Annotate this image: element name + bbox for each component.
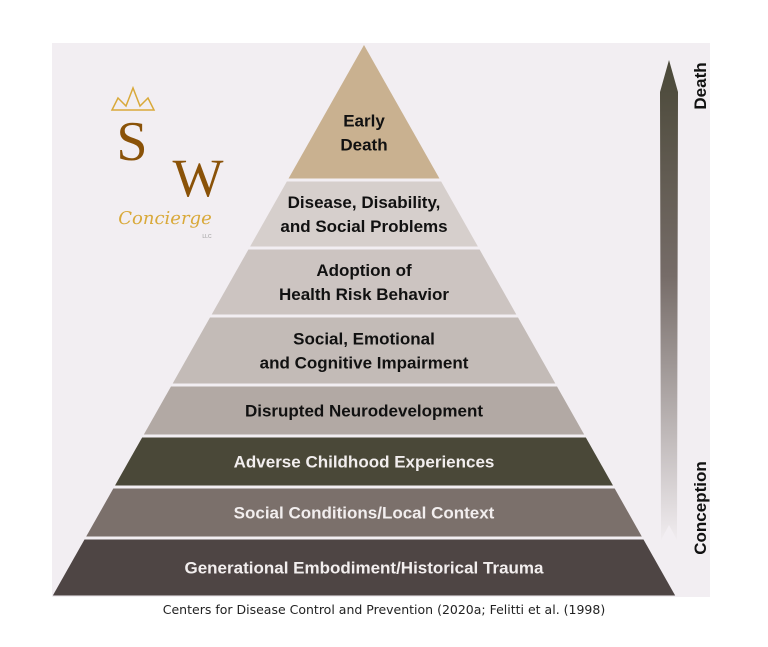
pyramid-layer: Generational Embodiment/Historical Traum…	[52, 539, 676, 596]
pyramid-layer-label: Early	[343, 112, 385, 131]
pyramid-layer-shape	[52, 539, 676, 596]
pyramid-layer: Social, Emotional and Cognitive Impairmen…	[172, 317, 556, 384]
pyramid-layer: Adoption of Health Risk Behavior	[211, 249, 517, 315]
pyramid-layer-label: Disease, Disability,	[288, 193, 441, 212]
pyramid-layer-label: Adverse Childhood Experiences	[234, 453, 495, 472]
pyramid-layer-shape	[143, 386, 585, 435]
pyramid-layer-label: Social Conditions/Local Context	[234, 504, 495, 523]
pyramid-layer: Disease, Disability, and Social Problems	[250, 181, 478, 247]
pyramid-layer-label: and Cognitive Impairment	[260, 354, 469, 373]
timeline-arrow: Death Conception	[660, 60, 710, 555]
arrow-up-icon	[660, 60, 678, 540]
pyramid-layer-label: and Social Problems	[280, 217, 447, 236]
pyramid-layer-label: Generational Embodiment/Historical Traum…	[185, 559, 545, 578]
source-caption: Centers for Disease Control and Preventi…	[162, 602, 606, 617]
pyramid-layer-shape	[172, 317, 556, 384]
pyramid-layer-shape	[86, 488, 642, 537]
logo-script: Concierge	[118, 208, 211, 229]
pyramid-layer-label: Health Risk Behavior	[279, 285, 449, 304]
pyramid-layer: Adverse Childhood Experiences	[115, 437, 613, 486]
pyramid-layer-shape	[115, 437, 613, 486]
pyramid-layer: Social Conditions/Local Context	[86, 488, 642, 537]
pyramid-layer-shape	[288, 45, 440, 179]
pyramid-layer-label: Social, Emotional	[293, 330, 435, 349]
logo-w: W	[173, 148, 224, 208]
arrow-label-death: Death	[691, 62, 710, 109]
arrow-label-conception: Conception	[691, 461, 710, 555]
pyramid-layer: Disrupted Neurodevelopment	[143, 386, 585, 435]
pyramid-layer-label: Disrupted Neurodevelopment	[245, 402, 483, 421]
pyramid-layer-label: Death	[340, 136, 387, 155]
crown-icon	[110, 85, 156, 111]
sw-concierge-logo: S W Concierge LLC	[110, 85, 224, 240]
logo-suffix: LLC	[202, 234, 212, 240]
logo-s: S	[116, 111, 147, 173]
pyramid-layer-label: Adoption of	[316, 261, 412, 280]
pyramid-layer-shape	[250, 181, 478, 247]
pyramid-layer-shape	[211, 249, 517, 315]
